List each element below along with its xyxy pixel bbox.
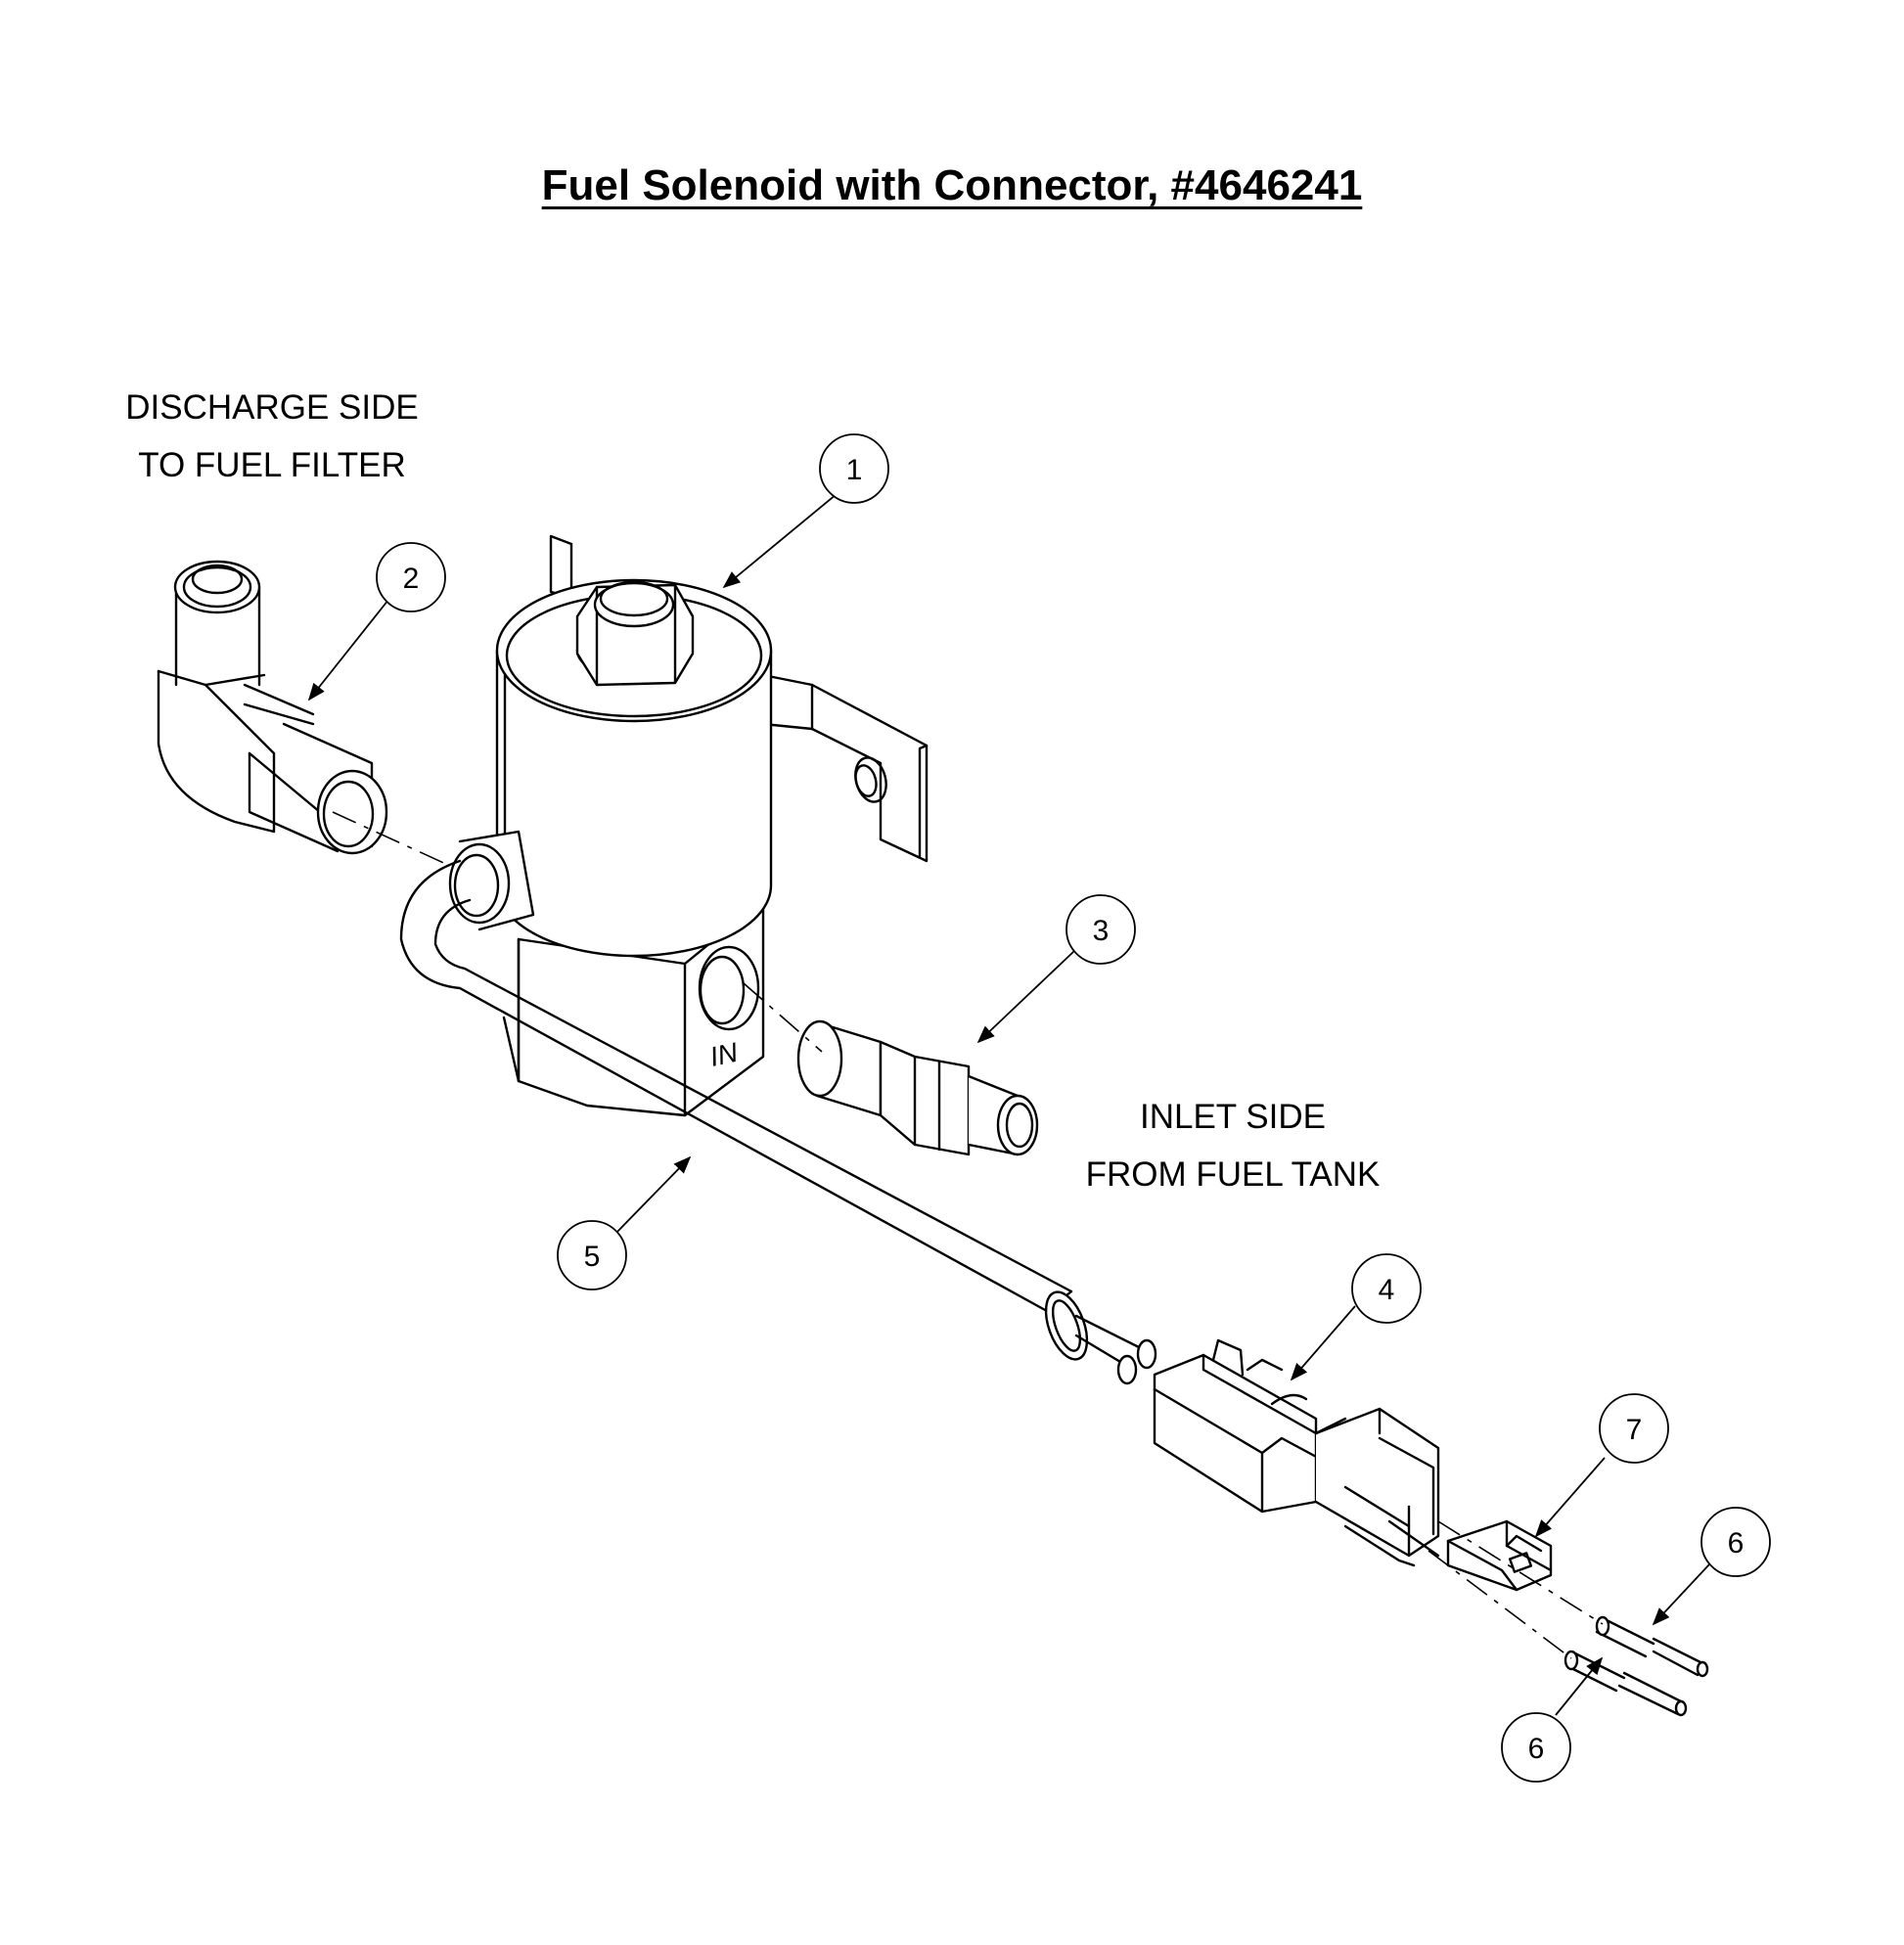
terminal-centerline-upper (1437, 1520, 1604, 1625)
callout-leaders (307, 493, 1710, 1716)
mounting-bracket (549, 534, 929, 863)
inlet-label-line1: INLET SIDE (1140, 1098, 1326, 1136)
callout-number: 4 (1379, 1274, 1395, 1306)
top-nut (575, 580, 695, 687)
callout-number: 7 (1626, 1414, 1643, 1446)
secondary-lock (1446, 1519, 1553, 1592)
leader-7 (1534, 1457, 1606, 1538)
terminal-centerline-lower (1428, 1550, 1572, 1659)
callout-balloon-4: 4 (1351, 1253, 1422, 1324)
callout-balloon-3: 3 (1065, 894, 1136, 965)
centerlines (332, 811, 1604, 1659)
leader-4 (1290, 1305, 1356, 1381)
inlet-centerline (743, 982, 823, 1053)
inlet-fitting (796, 1019, 1039, 1156)
callout-balloon-5: 5 (557, 1220, 627, 1290)
inlet-side-label: INLET SIDE FROM FUEL TANK (1047, 1088, 1419, 1203)
callout-number: 6 (1528, 1733, 1545, 1765)
connector-housing (1153, 1338, 1440, 1567)
callout-number: 2 (403, 563, 420, 595)
callout-balloon-6-lower: 6 (1501, 1712, 1571, 1783)
valve-body (502, 874, 765, 1117)
callout-balloon-2: 2 (376, 542, 446, 612)
leader-1 (722, 493, 838, 589)
callout-number: 6 (1728, 1527, 1745, 1560)
callout-balloon-6-upper: 6 (1700, 1507, 1771, 1577)
discharge-label-line2: TO FUEL FILTER (138, 446, 406, 484)
wire-loom (399, 859, 1157, 1385)
leader-2 (307, 599, 389, 701)
discharge-elbow-fitting (157, 560, 388, 855)
callout-balloon-1: 1 (819, 433, 889, 504)
leader-5 (613, 1155, 692, 1236)
terminal-pins (1564, 1615, 1709, 1717)
callout-number: 5 (584, 1241, 601, 1273)
diagram-title: Fuel Solenoid with Connector, #4646241 (0, 161, 1904, 210)
callout-number: 1 (846, 454, 863, 486)
discharge-label-line1: DISCHARGE SIDE (125, 388, 419, 427)
diagram-title-text: Fuel Solenoid with Connector, #4646241 (541, 161, 1363, 209)
discharge-port (448, 830, 535, 931)
inlet-label-line2: FROM FUEL TANK (1085, 1155, 1381, 1194)
callout-balloons: 1 2 3 4 5 6 6 7 (376, 433, 1771, 1783)
discharge-side-label: DISCHARGE SIDE TO FUEL FILTER (96, 379, 448, 494)
callout-number: 3 (1093, 915, 1110, 947)
leader-3 (976, 950, 1075, 1044)
callout-balloon-7: 7 (1599, 1393, 1669, 1464)
leader-6-lower (1555, 1656, 1604, 1716)
discharge-centerline (332, 811, 451, 867)
leader-6-upper (1652, 1563, 1710, 1626)
